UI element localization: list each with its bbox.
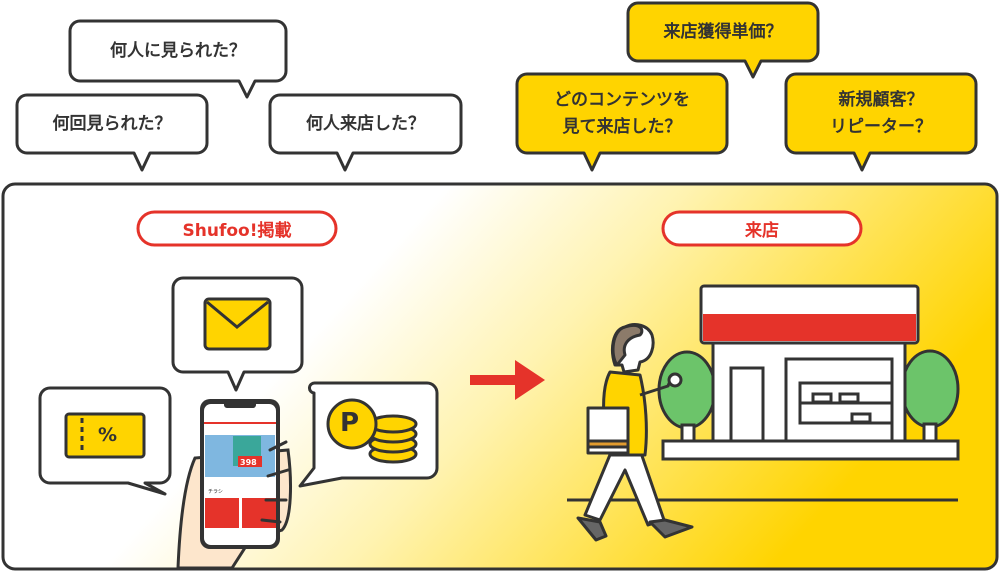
phone-price: 398 <box>240 458 257 467</box>
coupon-icon <box>64 412 146 459</box>
phone-section: チラシ <box>208 489 223 495</box>
mail-icon <box>203 297 272 351</box>
question-bubbles-white <box>15 19 463 172</box>
question-content: どのコンテンツを 見て来店した？ <box>554 90 690 137</box>
question-reach: 何人に見られた？ <box>110 40 246 61</box>
label-store-visit: 来店 <box>745 221 779 241</box>
coupon-percent: % <box>98 424 118 446</box>
question-view-count: 何回見られた？ <box>52 113 172 134</box>
store-icon <box>657 284 960 461</box>
label-shufoo-listing: Shufoo!掲載 <box>182 221 292 241</box>
question-new-vs-repeat: 新規顧客？ リピーター？ <box>830 90 932 137</box>
question-cost-per-visit: 来店獲得単価？ <box>663 21 783 42</box>
label-pill-left <box>136 210 338 247</box>
smartphone-icon <box>176 399 292 570</box>
coin-p-label: P <box>340 408 360 438</box>
label-pill-right <box>661 210 863 247</box>
arrow-right-icon <box>470 360 545 400</box>
question-bubbles-yellow <box>515 1 978 172</box>
question-visitors: 何人来店した？ <box>306 113 425 134</box>
walking-person-icon <box>576 323 694 542</box>
point-coin-icon <box>326 398 418 464</box>
